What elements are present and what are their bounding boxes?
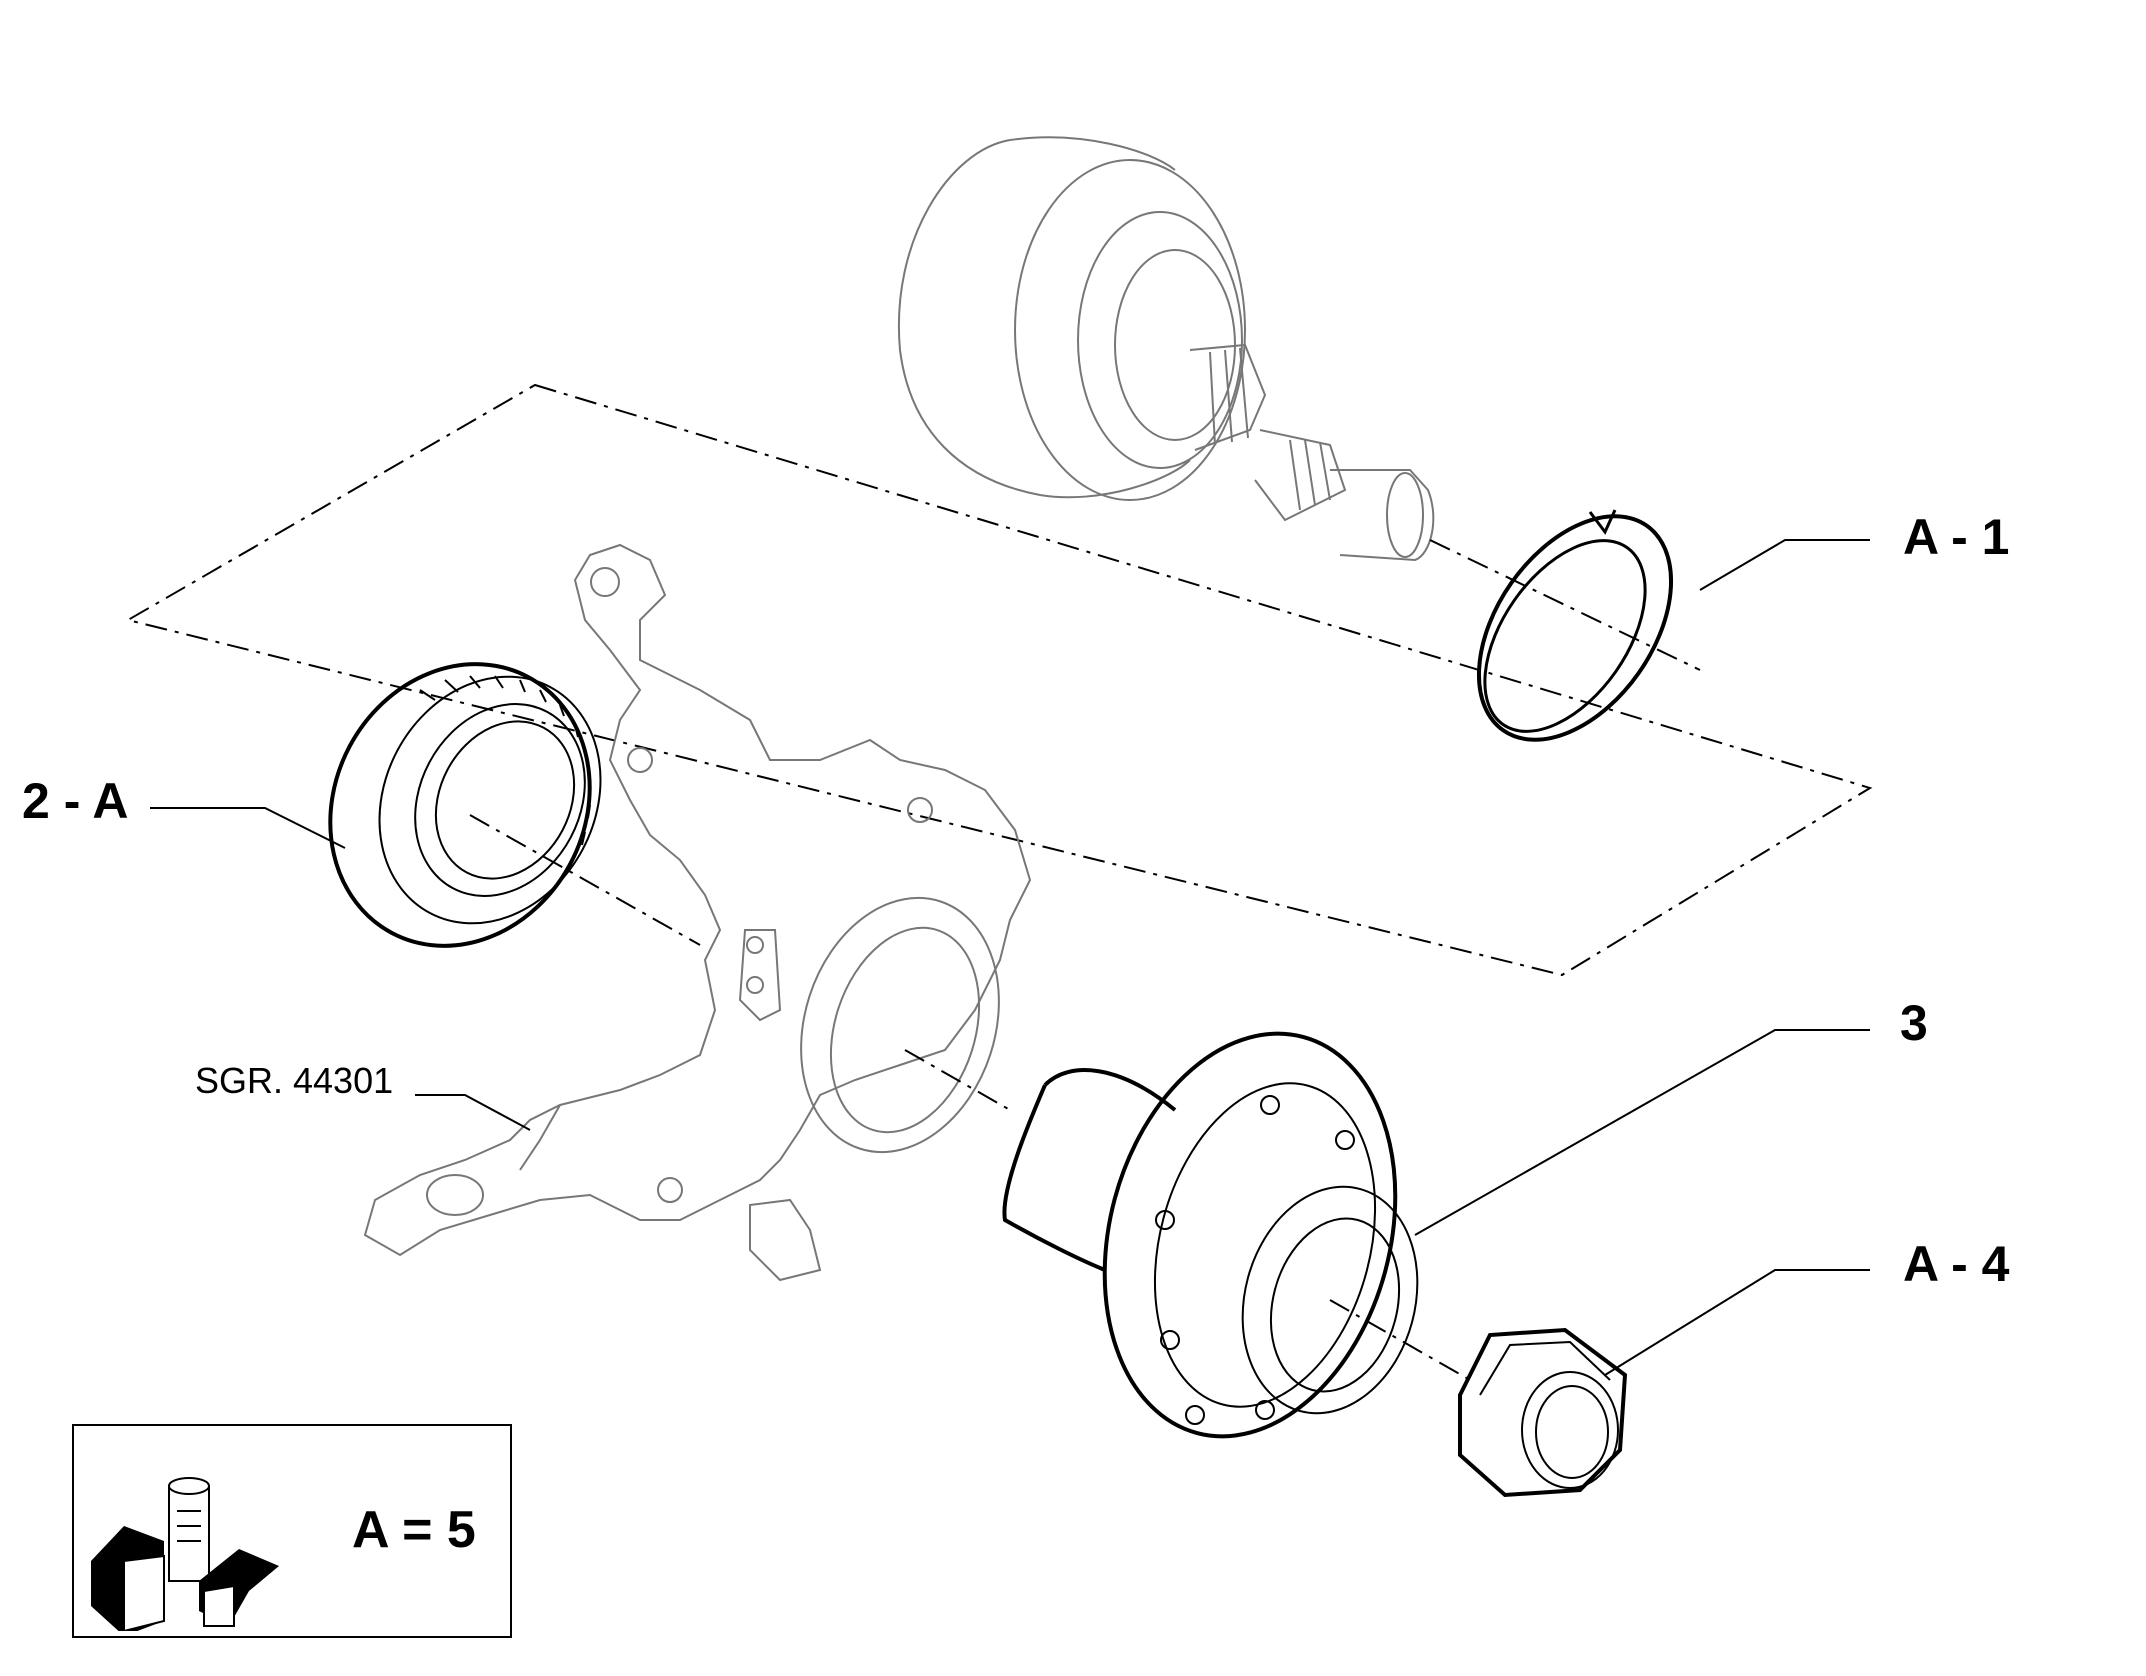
hub-nut	[1458, 1327, 1628, 1498]
axis-line-hub	[904, 1049, 1011, 1111]
leader-reference	[415, 1094, 531, 1131]
axis-line-bearing	[469, 814, 701, 946]
leader-a1	[1699, 539, 1870, 591]
steering-knuckle	[363, 543, 1032, 1282]
callout-2a: 2 - A	[22, 773, 129, 829]
wheel-bearing	[328, 662, 602, 948]
leader-2a	[150, 807, 346, 849]
leader-a4	[1604, 1269, 1870, 1376]
snap-ring	[1476, 509, 1674, 742]
lubricant-kit-icon	[91, 1477, 279, 1631]
legend-text: A = 5	[352, 1501, 476, 1559]
axis-line-shaft	[1429, 539, 1701, 671]
axis-line-nut	[1329, 1299, 1471, 1381]
cv-joint-drive-shaft	[897, 136, 1435, 562]
callout-a1: A - 1	[1903, 509, 2010, 565]
assembly-frame-outline	[125, 383, 1873, 977]
legend-box: A = 5	[72, 1424, 512, 1638]
leader-3	[1414, 1029, 1870, 1236]
wheel-hub	[1002, 1031, 1419, 1439]
reference-number: SGR. 44301	[195, 1060, 394, 1101]
callout-3: 3	[1900, 995, 1928, 1051]
callout-a4: A - 4	[1903, 1236, 2010, 1292]
